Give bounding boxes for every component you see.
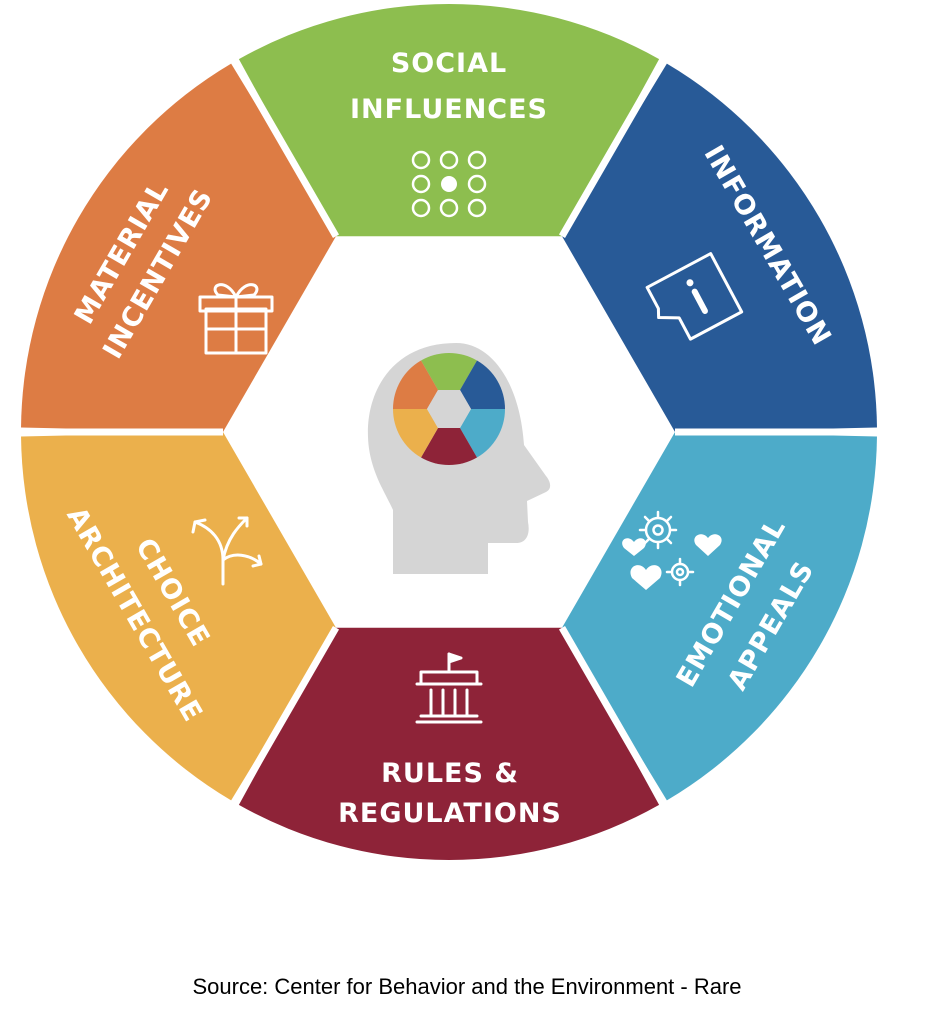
segment-choice-architecture: [21, 432, 336, 801]
svg-text:RULES &: RULES &: [381, 758, 519, 789]
svg-text:REGULATIONS: REGULATIONS: [338, 798, 562, 829]
behavior-wheel-diagram: SOCIAL INFLUENCES INFORMATION EMOTIONAL …: [21, 3, 877, 860]
segment-divider: [229, 56, 340, 239]
svg-text:SOCIAL: SOCIAL: [391, 48, 507, 79]
segment-emotional-appeals: [562, 432, 877, 801]
mini-segment-social-influences: [421, 352, 477, 390]
segment-divider: [558, 56, 669, 239]
branching-arrows-icon: [191, 516, 263, 586]
segment-rules-regulations: [238, 627, 660, 860]
dot-grid-icon: [411, 150, 487, 218]
segment-information: [562, 63, 877, 432]
segment-divider: [229, 625, 340, 808]
segment-material-incentives: [21, 63, 336, 432]
mini-segment-emotional-appeals: [460, 409, 505, 458]
mini-segment-rules-regulations: [421, 428, 477, 465]
mini-segment-information: [460, 360, 505, 409]
segment-social-influences: [238, 3, 660, 237]
government-building-icon: [415, 652, 483, 724]
info-sign-icon: [645, 252, 744, 341]
mini-wheel-hub: [427, 389, 471, 429]
head-wheel-icon: [367, 343, 551, 574]
segment-label-social-influences: SOCIAL INFLUENCES: [350, 48, 548, 125]
svg-text:INFLUENCES: INFLUENCES: [350, 94, 548, 125]
segment-divider: [558, 625, 669, 808]
source-caption: Source: Center for Behavior and the Envi…: [192, 974, 742, 999]
gift-icon: [198, 283, 274, 355]
mini-segment-choice-architecture: [393, 409, 438, 458]
hearts-gears-icon: [622, 510, 722, 590]
mini-segment-material-incentives: [393, 360, 438, 409]
segment-label-rules-regulations: RULES & REGULATIONS: [338, 758, 562, 829]
